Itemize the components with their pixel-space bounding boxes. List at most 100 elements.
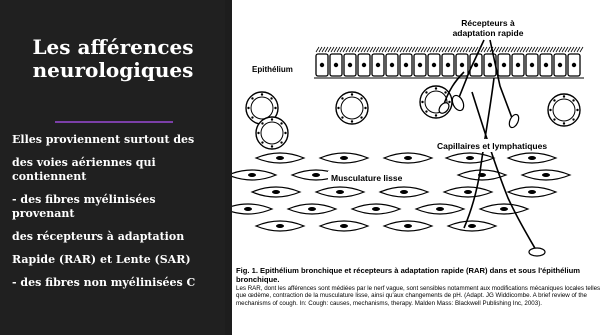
muscle-nucleus xyxy=(464,190,472,194)
cilium xyxy=(444,46,449,53)
cell-nucleus xyxy=(375,62,381,68)
cilium xyxy=(570,46,575,53)
endothelial-dot xyxy=(341,97,344,100)
cilium xyxy=(387,46,392,53)
cell-nucleus xyxy=(431,62,437,68)
cilium xyxy=(327,46,332,53)
bullet-line: provenant xyxy=(12,207,75,220)
endothelial-dot xyxy=(270,97,273,100)
endothelial-dot xyxy=(553,99,556,102)
capillary-vessels xyxy=(245,85,581,150)
cilium xyxy=(531,46,536,53)
cell-nucleus xyxy=(319,62,325,68)
cilium xyxy=(516,46,521,53)
endothelial-dot xyxy=(448,100,451,104)
cilium xyxy=(408,46,413,53)
endothelial-dot xyxy=(280,122,283,125)
muscle-nucleus xyxy=(404,224,412,228)
cilium xyxy=(453,46,458,53)
figure-caption: Fig. 1. Epithélium bronchique et récepte… xyxy=(236,266,604,307)
endothelial-dot xyxy=(553,118,556,121)
cilium xyxy=(528,46,533,53)
cilium xyxy=(381,46,386,53)
capillary-lumen xyxy=(552,98,576,122)
cilium xyxy=(348,46,353,53)
cell-nucleus xyxy=(445,62,451,68)
cilium xyxy=(540,46,545,53)
bronchial-diagram: Récepteurs à adaptation rapide Epithéliu… xyxy=(232,18,584,257)
endothelial-dot xyxy=(425,110,428,113)
cilium xyxy=(465,46,470,53)
cilium xyxy=(441,46,446,53)
cilium xyxy=(510,46,515,53)
cell-nucleus xyxy=(333,62,339,68)
muscle-nucleus xyxy=(308,207,316,211)
cell-nucleus xyxy=(459,62,465,68)
endothelial-dot xyxy=(337,106,340,110)
endothelial-dot xyxy=(270,118,274,121)
cilium xyxy=(438,46,443,53)
endothelial-dot xyxy=(251,97,254,100)
cilium xyxy=(462,46,467,53)
endothelial-dot xyxy=(576,108,579,112)
caption-title: Fig. 1. Epithélium bronchique et récepte… xyxy=(236,266,580,284)
cilium xyxy=(450,46,455,53)
cilium xyxy=(369,46,374,53)
endothelial-dot xyxy=(247,106,250,110)
capillary-lumen xyxy=(250,96,274,120)
endothelial-dot xyxy=(425,91,428,94)
cilium xyxy=(426,46,431,53)
cilium xyxy=(321,46,326,53)
capillary-label-bg xyxy=(434,139,582,152)
cilium xyxy=(534,46,539,53)
endothelial-dot xyxy=(562,122,566,125)
cilium xyxy=(519,46,524,53)
cilium xyxy=(486,46,491,53)
muscle-nucleus xyxy=(340,156,348,160)
endothelial-dot xyxy=(421,100,424,104)
muscle-nucleus xyxy=(372,207,380,211)
cilium xyxy=(429,46,434,53)
cilium xyxy=(501,46,506,53)
cilium xyxy=(435,46,440,53)
muscle-label: Musculature lisse xyxy=(331,173,403,183)
cilium xyxy=(318,46,323,53)
cilium xyxy=(471,46,476,53)
cilium xyxy=(513,46,518,53)
epithelium-cells xyxy=(314,53,584,79)
cilium xyxy=(432,46,437,53)
cilium xyxy=(333,46,338,53)
endothelial-dot xyxy=(572,118,575,121)
cilium xyxy=(576,46,581,53)
endothelial-dot xyxy=(270,145,274,148)
endothelial-dot xyxy=(251,116,254,119)
cilium xyxy=(579,46,584,53)
cell-nucleus xyxy=(529,62,535,68)
cilium xyxy=(345,46,350,53)
cilium xyxy=(456,46,461,53)
cilium xyxy=(567,46,572,53)
cell-nucleus xyxy=(417,62,423,68)
cilium xyxy=(459,46,464,53)
cilium xyxy=(411,46,416,53)
cilium xyxy=(474,46,479,53)
endothelial-dot xyxy=(261,122,264,125)
cilium xyxy=(558,46,563,53)
cell-nucleus xyxy=(403,62,409,68)
bullet-line: Elles proviennent surtout des xyxy=(12,133,195,146)
muscle-nucleus xyxy=(276,224,284,228)
endothelial-dot xyxy=(274,106,277,110)
cell-nucleus xyxy=(389,62,395,68)
cilium xyxy=(339,46,344,53)
endothelial-dot xyxy=(364,106,367,110)
capillary-lumen xyxy=(424,90,448,114)
cell-nucleus xyxy=(473,62,479,68)
endothelial-dot xyxy=(562,95,566,98)
bullet-line: des récepteurs à adaptation xyxy=(12,230,185,243)
smooth-muscle-cells xyxy=(232,152,572,232)
cilium xyxy=(543,46,548,53)
muscle-nucleus xyxy=(248,173,256,177)
cilium xyxy=(414,46,419,53)
cell-nucleus xyxy=(515,62,521,68)
endothelial-dot xyxy=(350,120,354,123)
